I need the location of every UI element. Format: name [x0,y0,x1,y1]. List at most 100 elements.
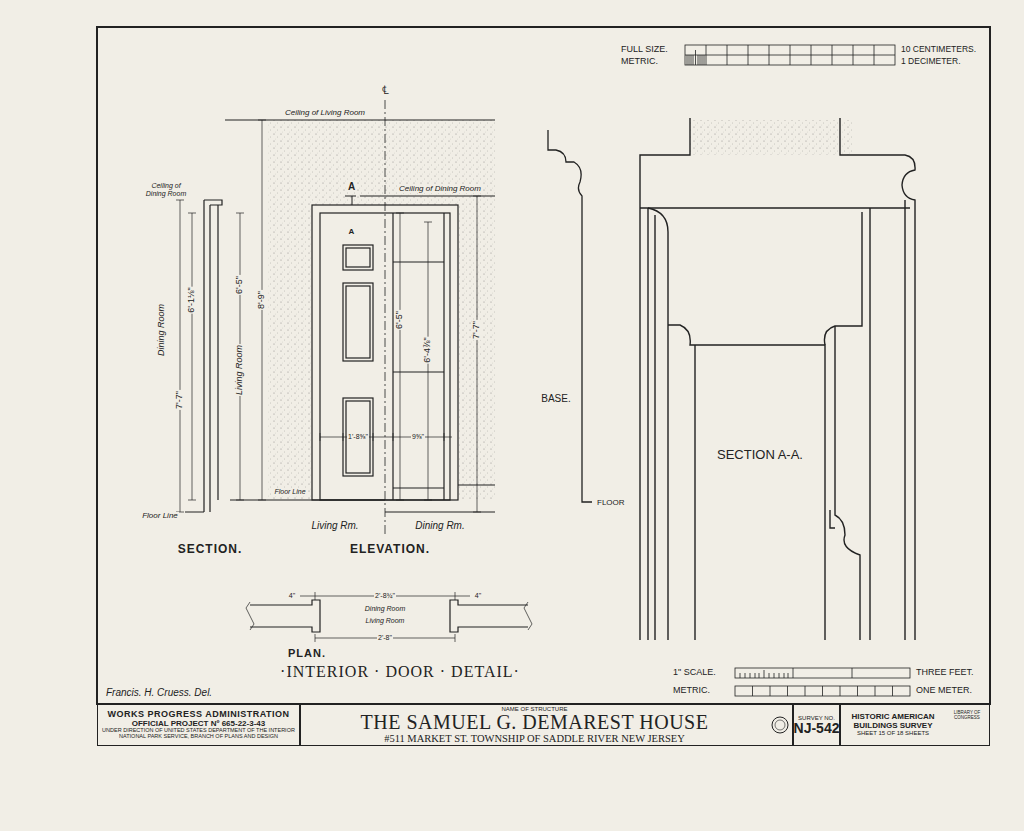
drawing-label: 7'-7" [175,390,185,410]
drawing-label: ONE METER. [915,686,973,696]
title-block-text: HISTORIC AMERICAN BUILDINGS SURVEY [843,713,943,730]
sheet-frame [97,27,990,704]
base-profile [548,130,592,502]
metric-scale-bar [735,686,910,696]
drawing-label: 6'-1⅛" [187,286,197,313]
title-block-text: LIBRARY OF CONGRESS [948,711,986,720]
section-a-a-profile [870,200,905,640]
metric-scale-bar [753,686,893,696]
feet-scale-bar [735,668,910,678]
feet-scale-bar [793,668,852,678]
section-a-a-profile [648,208,668,325]
elevation-door [393,213,444,500]
drawing-label: Ceiling of Dining Room [398,185,482,194]
drawing-label: 1'-8⅝" [347,433,369,441]
drawing-label: Dining Room [157,303,167,357]
elevation-door [312,205,495,500]
drawing-label: Ceiling of Living Room [284,109,366,118]
drawing-label: Living Room [235,344,245,396]
title-block-text: #511 MARKET ST. TOWNSHIP OF SADDLE RIVER… [384,733,685,744]
dimension-line [258,120,266,500]
wall-stipple [268,120,495,500]
drawing-label: 6'-4⅞" [423,336,433,363]
drawing-label: FULL SIZE. [620,45,669,55]
drawing-label: SECTION A-A. [716,448,804,462]
section-a-a-profile [668,325,825,640]
dimension-line [188,213,196,500]
drawing-label: THREE FEET. [915,668,975,678]
drawing-label: FLOOR [596,499,626,508]
drawing-label: Francis. H. Cruess. Del. [105,687,213,698]
drawing-label: 6'-5" [235,275,245,295]
drawing-label: Living Room [365,617,406,625]
drawing-label: SECTION. [177,543,244,556]
centerline [385,100,386,535]
title-block-cell: NAME OF STRUCTURETHE SAMUEL G. DEMAREST … [300,704,793,746]
section-a-a-profile [830,510,835,528]
wall-section [204,200,222,512]
metric-scale-bar [687,50,704,65]
drawing-label: PLAN. [287,647,327,659]
elevation-door [343,245,373,270]
dimension-line [396,213,404,500]
drawing-label: 4" [288,592,296,600]
elevation-door [346,286,370,358]
title-block-text: OFFICIAL PROJECT Nº 665-22-3-43 [132,720,265,728]
ceiling-and-floor-lines [345,196,356,205]
survey-seal [772,717,788,733]
drawing-label: Dining Rm. [414,520,465,531]
drawing-label: 6'-5" [395,310,405,330]
sheet-frame [97,27,990,704]
drawing-label: METRIC. [672,686,711,696]
drawing-label: Living Rm. [310,520,359,531]
survey-seal [772,717,788,733]
drawing-label: METRIC. [620,57,659,67]
plan-view [450,600,528,632]
drawing-label: A [347,181,357,192]
ceiling-and-floor-lines [230,500,385,501]
wall-stipple [690,120,840,155]
drawing-label: Floor Line [141,512,179,521]
title-block-cell: WORKS PROGRESS ADMINISTRATIONOFFICIAL PR… [97,704,300,746]
plan-view [246,592,532,642]
dimension-line [320,433,452,441]
title-block-text: WORKS PROGRESS ADMINISTRATION [107,710,289,719]
title-block-text: SHEET 15 OF 18 SHEETS [857,730,929,736]
dimension-line [176,120,481,512]
section-a-a-profile [835,326,860,640]
metric-scale-bar [706,45,874,65]
dimension-line [236,213,244,500]
metric-scale-bar [685,45,895,65]
feet-scale-bar [735,668,910,678]
drawing-label: Dining Room [364,605,406,613]
dimension-line [424,222,432,500]
ceiling-and-floor-lines [185,512,204,513]
section-a-a-profile [640,118,915,640]
dimension-line [473,196,481,512]
drawing-label: 10 CENTIMETERS. [900,45,977,54]
drawing-label: 4" [474,592,482,600]
title-block-text: THE SAMUEL G. DEMAREST HOUSE [361,712,709,733]
base-profile [548,130,592,502]
drawing-label: ELEVATION. [349,543,431,556]
dimension-line [176,200,184,512]
section-a-a-profile [694,345,695,640]
plan-view [315,634,455,642]
plan-view [250,600,320,632]
drawing-label: BASE. [540,393,571,404]
elevation-door [343,283,373,361]
drawing-label: 7'-7" [472,320,482,340]
elevation-door [458,484,495,485]
drawing-label: ℄ [381,84,390,97]
drawing-label: 1 DECIMETER. [900,57,962,66]
title-block-text: UNDER DIRECTION OF UNITED STATES DEPARTM… [101,728,296,740]
drawing-label: 9⅝" [411,433,425,441]
drawing-title: ·INTERIOR · DOOR · DETAIL· [279,663,521,681]
drawing-label: 2'-8¾" [374,592,396,600]
section-a-a-profile [840,118,915,640]
metric-scale-bar [685,45,895,65]
title-block-text: NJ-542 [794,721,840,736]
survey-seal [775,720,785,730]
centerline [385,100,386,535]
elevation-door [343,398,373,476]
